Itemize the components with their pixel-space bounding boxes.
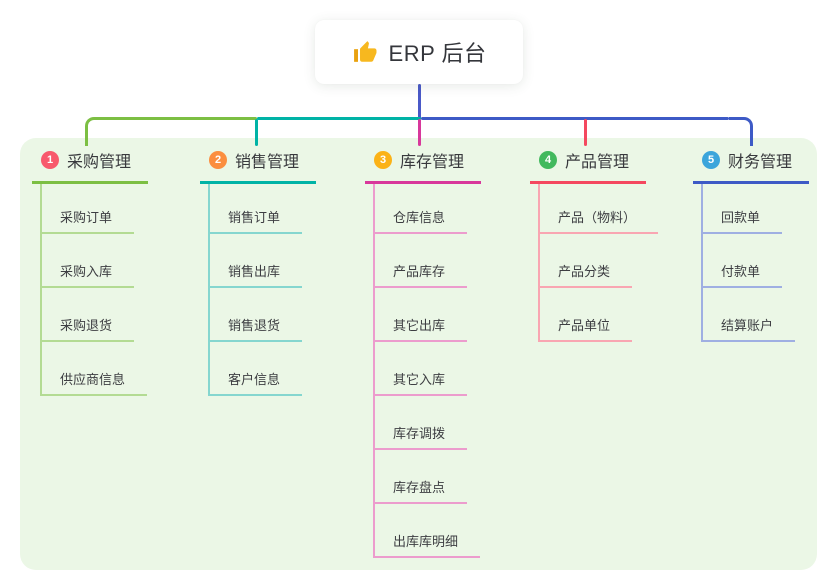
node-item[interactable]: 回款单 bbox=[703, 184, 783, 234]
node-item-label: 付款单 bbox=[721, 264, 761, 279]
node-item[interactable]: 采购入库 bbox=[42, 234, 135, 288]
node-item-label: 客户信息 bbox=[228, 372, 281, 387]
node-item-label: 销售退货 bbox=[228, 318, 281, 333]
node-item-label: 库存调拨 bbox=[393, 426, 446, 441]
node-item[interactable]: 销售出库 bbox=[210, 234, 303, 288]
node-item[interactable]: 仓库信息 bbox=[375, 184, 468, 234]
node-item-label: 采购入库 bbox=[60, 264, 113, 279]
branch-1: 1 采购管理 采购订单采购入库采购退货供应商信息 bbox=[32, 146, 202, 396]
node-item[interactable]: 产品分类 bbox=[540, 234, 633, 288]
branch-item-list: 产品（物料） 产品分类产品单位 bbox=[538, 184, 700, 342]
node-item[interactable]: 采购订单 bbox=[42, 184, 135, 234]
connector-branch-1 bbox=[107, 117, 257, 120]
connector-drop-branch-4 bbox=[584, 119, 587, 146]
connector-branch-2 bbox=[257, 117, 421, 120]
branch-header[interactable]: 5 财务管理 bbox=[693, 146, 809, 184]
node-item-label: 仓库信息 bbox=[393, 210, 446, 225]
node-item[interactable]: 其它入库 bbox=[375, 342, 468, 396]
node-item-label: 产品单位 bbox=[558, 318, 611, 333]
branch-header[interactable]: 3 库存管理 bbox=[365, 146, 481, 184]
branch-item-list: 采购订单采购入库采购退货供应商信息 bbox=[40, 184, 202, 396]
root-node[interactable]: ERP 后台 bbox=[315, 20, 523, 84]
connector-drop-branch-3 bbox=[418, 119, 421, 146]
node-item[interactable]: 产品库存 bbox=[375, 234, 468, 288]
node-item-label: 采购退货 bbox=[60, 318, 113, 333]
branch-number-badge: 2 bbox=[209, 151, 227, 169]
node-item[interactable]: 其它出库 bbox=[375, 288, 468, 342]
branch-item-list: 仓库信息产品库存其它出库其它入库库存调拨库存盘点出库库明细 bbox=[373, 184, 535, 558]
node-item[interactable]: 销售订单 bbox=[210, 184, 303, 234]
node-item[interactable]: 供应商信息 bbox=[42, 342, 148, 396]
branch-title: 库存管理 bbox=[400, 154, 465, 171]
node-item[interactable]: 产品单位 bbox=[540, 288, 633, 342]
node-item-label: 采购订单 bbox=[60, 210, 113, 225]
node-item[interactable]: 采购退货 bbox=[42, 288, 135, 342]
node-item-label: 其它入库 bbox=[393, 372, 446, 387]
node-item[interactable]: 产品（物料） bbox=[540, 184, 659, 234]
node-item[interactable]: 客户信息 bbox=[210, 342, 303, 396]
branch-title: 财务管理 bbox=[728, 154, 793, 171]
connector-branch-5 bbox=[421, 117, 729, 120]
branches-panel bbox=[20, 138, 817, 570]
connector-drop-branch-2 bbox=[255, 119, 258, 146]
node-item-label: 产品（物料） bbox=[558, 210, 637, 225]
branch-header[interactable]: 4 产品管理 bbox=[530, 146, 646, 184]
node-item-label: 供应商信息 bbox=[60, 372, 126, 387]
node-item-label: 产品库存 bbox=[393, 264, 446, 279]
connector-elbow-branch-1 bbox=[85, 117, 109, 146]
branch-item-list: 销售订单销售出库销售退货客户信息 bbox=[208, 184, 370, 396]
branch-header[interactable]: 2 销售管理 bbox=[200, 146, 316, 184]
root-connector-line bbox=[418, 84, 421, 120]
node-item-label: 销售出库 bbox=[228, 264, 281, 279]
node-item[interactable]: 出库库明细 bbox=[375, 504, 481, 558]
branch-2: 2 销售管理 销售订单销售出库销售退货客户信息 bbox=[200, 146, 370, 396]
node-item-label: 销售订单 bbox=[228, 210, 281, 225]
node-item-label: 结算账户 bbox=[721, 318, 774, 333]
branch-item-list: 回款单付款单结算账户 bbox=[701, 184, 839, 342]
branch-number-badge: 4 bbox=[539, 151, 557, 169]
node-item-label: 回款单 bbox=[721, 210, 761, 225]
node-item-label: 出库库明细 bbox=[393, 534, 459, 549]
branch-number-badge: 1 bbox=[41, 151, 59, 169]
node-item[interactable]: 库存调拨 bbox=[375, 396, 468, 450]
branch-3: 3 库存管理 仓库信息产品库存其它出库其它入库库存调拨库存盘点出库库明细 bbox=[365, 146, 535, 558]
connector-elbow-branch-5 bbox=[729, 117, 753, 146]
node-item[interactable]: 付款单 bbox=[703, 234, 783, 288]
thumbs-up-icon bbox=[353, 41, 376, 62]
branch-4: 4 产品管理 产品（物料） 产品分类产品单位 bbox=[530, 146, 700, 342]
branch-header[interactable]: 1 采购管理 bbox=[32, 146, 148, 184]
branch-number-badge: 3 bbox=[374, 151, 392, 169]
node-item-label: 其它出库 bbox=[393, 318, 446, 333]
branch-title: 产品管理 bbox=[565, 154, 630, 171]
node-item[interactable]: 结算账户 bbox=[703, 288, 796, 342]
node-item[interactable]: 库存盘点 bbox=[375, 450, 468, 504]
branch-5: 5 财务管理 回款单付款单结算账户 bbox=[693, 146, 839, 342]
node-item-label: 产品分类 bbox=[558, 264, 611, 279]
root-node-label: ERP 后台 bbox=[388, 41, 487, 66]
node-item[interactable]: 销售退货 bbox=[210, 288, 303, 342]
branch-title: 采购管理 bbox=[67, 154, 132, 171]
branch-title: 销售管理 bbox=[235, 154, 300, 171]
branch-number-badge: 5 bbox=[702, 151, 720, 169]
node-item-label: 库存盘点 bbox=[393, 480, 446, 495]
